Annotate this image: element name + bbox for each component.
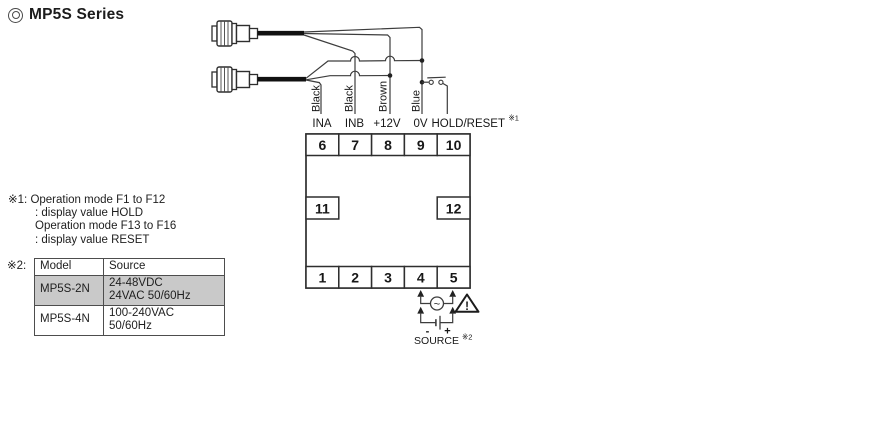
model-cell: MP5S-4N [34, 304, 104, 336]
warning-triangle-icon: ! [454, 293, 480, 313]
terminal-8: 8 [384, 137, 392, 153]
source-label: SOURCE [414, 335, 459, 347]
wire-blue-bottom [305, 55, 423, 79]
wire-color-labels: Black Black Brown Blue [311, 81, 423, 112]
switch-contact-left [428, 79, 434, 85]
source-ref: ※2 [462, 333, 472, 342]
note-1-line-3: Operation mode F13 to F16 [35, 220, 177, 233]
double-circle-icon [8, 7, 23, 23]
header-model: Model [34, 258, 104, 276]
wire-black-top [303, 34, 356, 114]
signal-labels: INA INB +12V 0V HOLD/RESET ※1 [312, 114, 519, 131]
arrow-up-icon [449, 290, 457, 297]
power-source-section: ~ ! - + SOURCE ※2 [414, 290, 480, 347]
wire-brown-bottom [305, 70, 391, 81]
sensor-connector-1 [211, 20, 304, 47]
wire-blue-top [303, 26, 423, 114]
junction-dot-brown [387, 73, 393, 78]
table-row-mp5s-2n: MP5S-2N 24-48VDC 24VAC 50/60Hz [34, 274, 225, 306]
svg-text:!: ! [465, 301, 469, 313]
header-source: Source [103, 258, 225, 276]
arrow-up-icon [417, 290, 425, 297]
battery-icon [435, 315, 441, 330]
note-1-ref: ※1: [8, 194, 28, 206]
arrow-up-icon [449, 306, 457, 314]
series-title: MP5S Series [29, 6, 125, 23]
label-hold-reset-ref: ※1 [509, 114, 519, 123]
label-12v: +12V [373, 118, 401, 130]
terminal-10: 10 [446, 137, 462, 153]
polarity-plus: + [444, 326, 450, 338]
terminal-row-middle: 11 12 [305, 196, 471, 220]
note-1-line-4: : display value RESET [35, 233, 150, 246]
arrow-up-icon [417, 306, 425, 314]
note-2-ref: ※2: [7, 260, 27, 272]
label-hold-reset: HOLD/RESET [432, 118, 506, 130]
table-row-mp5s-4n: MP5S-4N 100-240VAC 50/60Hz [34, 304, 225, 336]
model-source-table: Model Source MP5S-2N 24-48VDC 24VAC 50/6… [34, 258, 225, 336]
wire-label-black-1: Black [311, 85, 323, 112]
note-1: ※1: Operation mode F1 to F12 : display v… [8, 194, 176, 247]
terminal-2: 2 [351, 270, 359, 286]
polarity-minus: - [426, 326, 430, 338]
switch-blade [427, 76, 446, 79]
hold-reset-switch [419, 76, 448, 114]
terminal-row-bottom: 1 2 3 4 5 [305, 265, 471, 289]
junction-dot-blue [419, 58, 425, 63]
source-cell: 24-48VDC 24VAC 50/60Hz [103, 274, 225, 306]
terminal-4: 4 [417, 270, 425, 286]
wire-label-black-2: Black [344, 85, 356, 112]
terminal-7: 7 [351, 137, 359, 153]
note-1-line-1: Operation mode F1 to F12 [30, 194, 166, 206]
wires [303, 26, 425, 114]
terminal-11: 11 [315, 201, 330, 217]
terminal-6: 6 [319, 137, 327, 153]
label-0v: 0V [413, 118, 427, 130]
table-header-row: Model Source [34, 258, 225, 276]
wire-black-bottom [305, 79, 322, 114]
terminal-12: 12 [446, 201, 462, 217]
terminal-block: 6 7 8 9 10 11 12 [305, 133, 471, 289]
label-inb: INB [345, 118, 365, 130]
sensor-connector-2 [211, 66, 306, 93]
terminal-row-top: 6 7 8 9 10 [305, 133, 471, 157]
source-cell: 100-240VAC 50/60Hz [103, 304, 225, 336]
label-ina: INA [312, 118, 332, 130]
terminal-9: 9 [417, 137, 425, 153]
note-1-line-2: : display value HOLD [35, 207, 144, 220]
terminal-1: 1 [319, 270, 327, 286]
wire-label-brown: Brown [378, 81, 390, 112]
terminal-3: 3 [384, 270, 392, 286]
switch-contact-right [438, 79, 444, 85]
terminal-5: 5 [450, 270, 458, 286]
ac-tilde: ~ [434, 299, 440, 311]
page-title: MP5S Series [8, 6, 124, 24]
ac-source-icon [429, 296, 445, 311]
wire-label-blue: Blue [411, 90, 423, 112]
